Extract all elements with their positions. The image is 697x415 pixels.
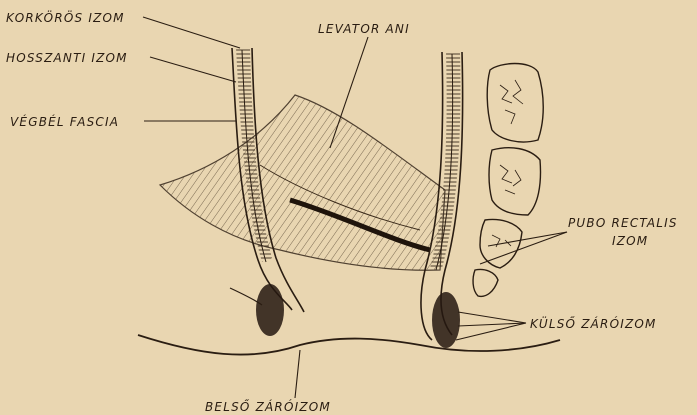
label-pubo-rectalis-izom: IZOM (612, 234, 648, 248)
label-pubo-rectalis: PUBO RECTALIS (568, 216, 678, 230)
external-sphincter-right (432, 292, 460, 348)
external-sphincter-left (230, 284, 284, 336)
label-belso-zaroizom: BELSŐ ZÁRÓIZOM (205, 399, 331, 414)
label-vegbel-fascia: VÉGBÉL FASCIA (10, 114, 119, 129)
coccyx-vertebrae (473, 64, 543, 297)
label-korkoros-izom: KORKÖRÖS IZOM (6, 9, 125, 25)
label-kulso-zaroizom: KÜLSŐ ZÁRÓIZOM (530, 315, 657, 331)
skin-line (138, 335, 560, 355)
label-hosszanti-izom: HOSSZANTI IZOM (6, 51, 128, 65)
label-levator-ani: LEVATOR ANI (318, 22, 410, 36)
